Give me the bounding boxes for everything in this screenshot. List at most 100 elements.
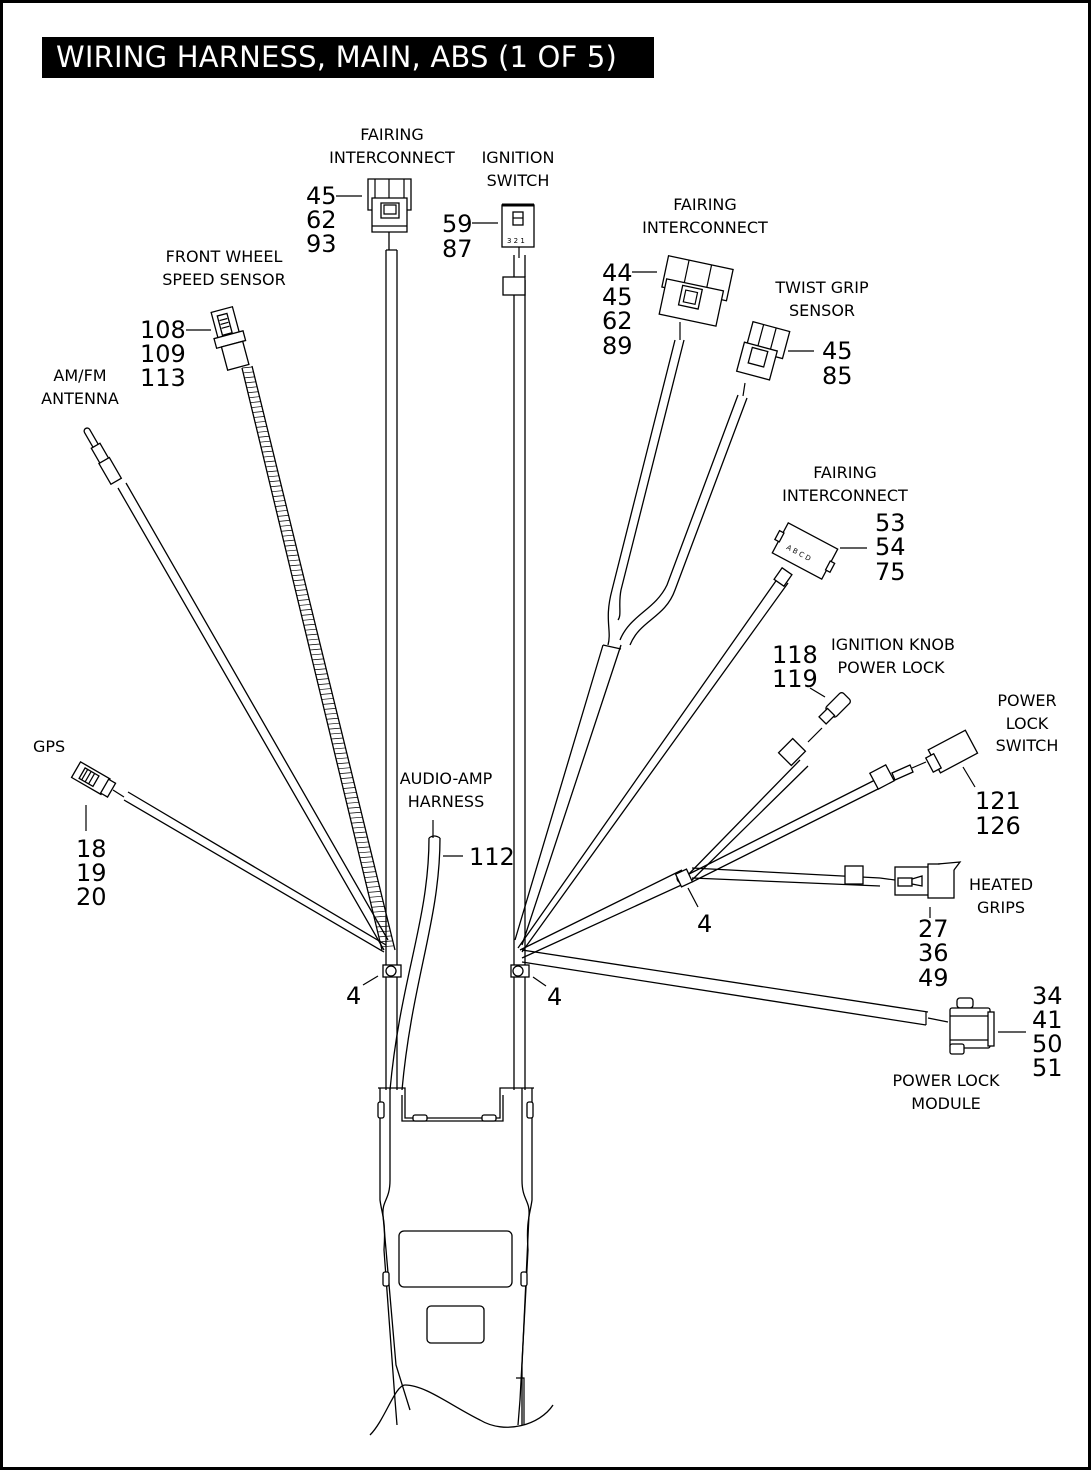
tgs-lead xyxy=(742,382,746,397)
label-line: AUDIO-AMP xyxy=(400,769,493,788)
callout-ignition-switch: IGNITION SWITCH 59 87 xyxy=(442,148,554,263)
part-number: 85 xyxy=(822,362,853,390)
conduit-rib xyxy=(276,510,288,512)
conduit-rib xyxy=(275,505,287,507)
connector-gps[interactable] xyxy=(70,760,117,798)
connector-power-lock-switch[interactable] xyxy=(923,729,979,775)
conduit-rib xyxy=(358,851,372,854)
part-number: 87 xyxy=(442,235,473,263)
leader-lines xyxy=(85,195,1026,1033)
wire-fairing-interconnect-2 xyxy=(607,339,685,646)
part-number: 49 xyxy=(918,964,949,992)
conduit-rib xyxy=(335,757,349,760)
label-line: SWITCH xyxy=(487,171,550,190)
conduit-rib xyxy=(360,861,374,864)
conduit-rib xyxy=(366,886,380,888)
part-number: 27 xyxy=(918,915,949,943)
label-line: FAIRING xyxy=(360,125,424,144)
connector-fairing-interconnect-2[interactable] xyxy=(656,254,734,327)
conduit-rib xyxy=(333,747,346,750)
ignition-switch-pins: 3 2 1 xyxy=(507,237,525,245)
conduit-rib xyxy=(334,752,347,755)
connector-fairing-interconnect-3[interactable]: A B C D xyxy=(769,521,841,581)
conduit-rib xyxy=(263,455,274,458)
conduit-rib xyxy=(344,792,357,794)
callout-fairing-interconnect-1: FAIRING INTERCONNECT 45 62 93 xyxy=(306,125,455,258)
connector-am-fm-antenna[interactable] xyxy=(80,425,123,486)
part-number: 118 xyxy=(772,641,818,669)
label-line: POWER LOCK xyxy=(838,658,945,677)
conduit-rib xyxy=(376,925,390,928)
conduit-rib xyxy=(289,564,301,567)
part-number: 45 xyxy=(602,283,633,311)
pls-boot xyxy=(868,763,896,791)
conduit-rib xyxy=(309,648,322,651)
conduit-rib xyxy=(257,430,268,433)
label-line: ANTENNA xyxy=(41,389,119,408)
conduit-rib xyxy=(350,816,363,819)
conduit-rib xyxy=(280,524,291,527)
label-line: FAIRING xyxy=(813,463,877,482)
wire-power-lock-module xyxy=(521,949,929,1026)
conduit-rib xyxy=(319,688,332,690)
conduit-rib xyxy=(308,643,321,646)
conduit-rib xyxy=(274,500,285,502)
ignition-switch-boot xyxy=(502,276,526,296)
conduit-rib xyxy=(352,826,366,829)
conduit-rib xyxy=(266,470,278,473)
connector-heated-grips[interactable] xyxy=(879,861,962,899)
conduit-rib xyxy=(244,376,255,379)
connector-ignition-switch[interactable]: 3 2 1 xyxy=(501,203,535,258)
part-number: 44 xyxy=(602,259,633,287)
connector-front-wheel-speed-sensor[interactable] xyxy=(207,305,252,372)
conduit-rib xyxy=(355,836,368,839)
branch-boot-edge xyxy=(602,644,622,650)
conduit-rib xyxy=(362,866,375,868)
part-number: 50 xyxy=(1032,1030,1063,1058)
conduit-rib xyxy=(296,594,308,596)
conduit-rib xyxy=(299,604,311,606)
wire-am-fm-antenna xyxy=(117,482,389,951)
conduit-rib xyxy=(345,797,358,799)
part-number: 113 xyxy=(140,364,186,392)
cable-strap-branch[interactable] xyxy=(674,868,694,888)
wires xyxy=(117,250,949,1091)
label-line: POWER xyxy=(997,691,1056,710)
conduit-rib xyxy=(253,416,265,418)
label-line: SWITCH xyxy=(996,736,1059,755)
conduit-rib xyxy=(256,426,267,428)
conduit-rib xyxy=(324,707,336,710)
conduit-rib xyxy=(270,485,282,488)
conduit-rib xyxy=(375,920,389,923)
label-line: FRONT WHEEL xyxy=(166,247,283,266)
conduit-rib xyxy=(374,915,387,918)
conduit-rib xyxy=(269,480,280,483)
connector-fairing-interconnect-1[interactable] xyxy=(367,178,412,251)
connector-power-lock-module[interactable] xyxy=(949,997,995,1055)
callout-am-fm-antenna: AM/FM ANTENNA xyxy=(41,366,119,408)
connector-twist-grip-sensor[interactable] xyxy=(735,320,791,382)
label-line: MODULE xyxy=(911,1094,980,1113)
connector-ignition-knob-power-lock[interactable] xyxy=(818,691,852,725)
conduit-rib xyxy=(351,821,364,824)
part-number: 36 xyxy=(918,939,949,967)
conduit-rib xyxy=(302,618,315,621)
conduit-rib xyxy=(330,732,342,735)
wire-audio-amp-harness xyxy=(389,837,441,1091)
callout-front-wheel-speed-sensor: FRONT WHEEL SPEED SENSOR 108 109 113 xyxy=(140,247,286,392)
conduit-rib xyxy=(305,628,317,631)
conduit-rib xyxy=(381,945,395,948)
cable-strap-left[interactable] xyxy=(382,964,402,978)
conduit-rib xyxy=(268,475,279,478)
part-number: 51 xyxy=(1032,1054,1063,1082)
conduit-rib xyxy=(261,445,272,448)
conduit-rib xyxy=(284,544,296,547)
conduit-rib xyxy=(290,569,302,572)
conduit-rib xyxy=(332,742,345,745)
conduit-rib xyxy=(301,614,313,616)
part-number: 62 xyxy=(602,307,633,335)
part-number: 93 xyxy=(306,230,337,258)
cable-strap-right[interactable] xyxy=(510,964,530,978)
callout-ignition-knob-power-lock: IGNITION KNOB POWER LOCK 118 119 xyxy=(772,635,955,693)
conduit-rib xyxy=(278,520,290,522)
